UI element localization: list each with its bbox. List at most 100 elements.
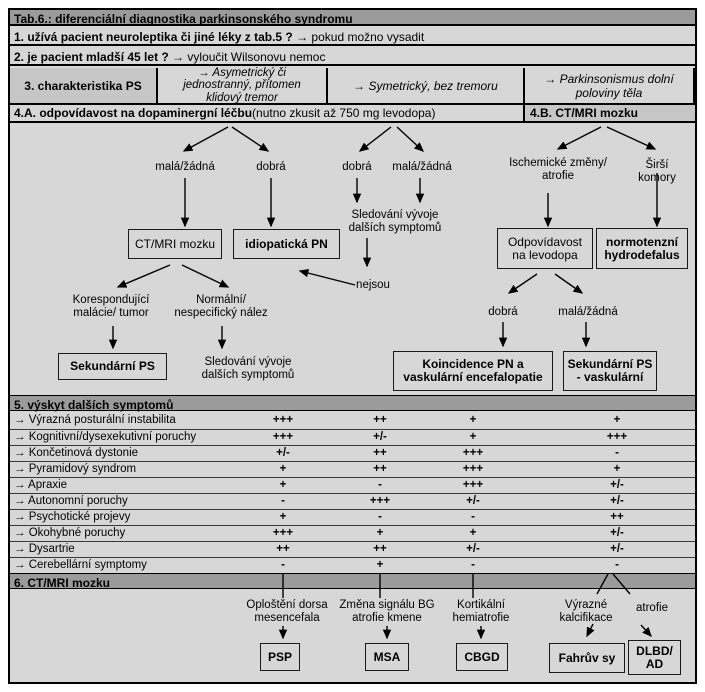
symptom-value: + [279, 511, 287, 523]
symptom-value: +++ [369, 495, 391, 507]
symptom-label: → Cerebellární symptomy [14, 559, 147, 571]
symptom-value: + [469, 527, 477, 539]
symptom-label: → Končetinová dystonie [14, 447, 139, 459]
symptom-value: +++ [272, 431, 294, 443]
symptom-value: + [376, 559, 384, 571]
symptom-value: + [469, 431, 477, 443]
symptom-label: → Pyramidový syndrom [14, 463, 137, 475]
box-psp: PSP [260, 643, 300, 671]
row4a-note: (nutno zkusit až 750 mg levodopa) [252, 106, 436, 120]
characteristics-lower-body-cell: → Parkinsonismus dolní poloviny těla [525, 68, 695, 105]
symptom-row: → Dysartrie ++ ++ +/- +/- [10, 541, 695, 558]
symptom-label: → Kognitivní/dysexekutivní poruchy [14, 431, 197, 443]
symptom-row: → Končetinová dystonie+/-+++++- [10, 445, 695, 462]
question-1: 1. užívá pacient neuroleptika či jiné lé… [10, 28, 695, 46]
symptom-value: + [279, 463, 287, 475]
symptom-value: +/- [610, 479, 624, 491]
symptom-value: - [378, 511, 382, 523]
symptom-value: + [469, 414, 477, 426]
row4b-cell: 4.B. CT/MRI mozku [525, 105, 695, 123]
symptom-value: +/- [610, 527, 624, 539]
nejsou-label: nejsou [356, 279, 390, 291]
section5-header: 5. výskyt dalších symptomů [10, 395, 695, 412]
symptom-value: ++ [276, 543, 290, 555]
box-secondary-ps: Sekundární PS [58, 353, 167, 380]
symptom-value: ++ [373, 463, 387, 475]
symptom-value: - [378, 479, 382, 491]
box-levodopa-response: Odpovídavost na levodopa [497, 228, 593, 269]
symptom-row: → Pyramidový syndrom+++++++ [10, 461, 695, 478]
imaging-finding-label: Oploštění dorsa mesencefala [246, 599, 328, 624]
imaging-connectors [278, 573, 652, 640]
finding-malacia-tumor: Korespondující malácie/ tumor [72, 294, 150, 319]
row4a-cell: 4.A. odpovídavost na dopaminergní léčbu … [10, 105, 525, 123]
section6-header: 6. CT/MRI mozku [10, 573, 695, 590]
symptom-value: +++ [462, 463, 484, 475]
symptom-value: ++ [373, 447, 387, 459]
table-title: Tab.6.: diferenciální diagnostika parkin… [10, 10, 695, 26]
outcome-b-ventricles: Širší komory [638, 159, 676, 184]
symptom-value: - [281, 495, 285, 507]
levodopa-none: malá/žádná [558, 306, 618, 318]
symptom-value: - [615, 447, 619, 459]
symptom-value: - [615, 559, 619, 571]
symptom-value: +/- [466, 495, 480, 507]
symptom-row: → Okohybné poruchy++++++/- [10, 525, 695, 542]
watch-symptoms-mid: Sledování vývoje dalších symptomů [348, 209, 442, 234]
flowchart-area: malá/žádná dobrá dobrá malá/žádná Ischem… [10, 123, 695, 395]
box-cbgd: CBGD [456, 643, 508, 671]
symptom-value: + [279, 479, 287, 491]
symptom-label: → Dysartrie [14, 543, 75, 555]
row4a-title: 4.A. odpovídavost na dopaminergní léčbu [14, 106, 253, 120]
box-coincidence-pn-vascular: Koincidence PN a vaskulární encefalopati… [393, 351, 553, 391]
symptom-value: +++ [272, 414, 294, 426]
symptom-value: + [613, 463, 621, 475]
symptom-label: → Apraxie [14, 479, 68, 491]
box-msa: MSA [365, 643, 409, 671]
symptom-label: → Výrazná posturální instabilita [14, 414, 176, 426]
box-ctmri-brain: CT/MRI mozku [128, 229, 222, 259]
characteristics-symmetric-cell: → Symetrický, bez tremoru [328, 68, 525, 105]
levodopa-good: dobrá [488, 306, 518, 318]
symptom-row: → Autonomní poruchy-++++/-+/- [10, 493, 695, 510]
box-normotensive-hydrocephalus: normotenzní hydrodefalus [596, 228, 688, 269]
box-dlbd-ad: DLBD/ AD [628, 640, 681, 675]
symptom-value: - [281, 559, 285, 571]
watch-symptoms-left: Sledování vývoje dalších symptomů [201, 356, 295, 381]
diagnostic-table: Tab.6.: diferenciální diagnostika parkin… [8, 8, 697, 684]
symptom-value: - [471, 559, 475, 571]
symptom-value: ++ [610, 511, 624, 523]
question-1-text: 1. užívá pacient neuroleptika či jiné lé… [14, 30, 293, 44]
symptom-label: → Psychotické projevy [14, 511, 131, 523]
outcome-a1-good: dobrá [256, 161, 286, 173]
symptom-value: ++ [373, 414, 387, 426]
symptom-value: +/- [373, 431, 387, 443]
question-2-action: → vyloučit Wilsonovu nemoc [168, 50, 326, 64]
symptom-label: → Okohybné poruchy [14, 527, 126, 539]
symptom-value: + [613, 414, 621, 426]
symptom-value: +/- [276, 447, 290, 459]
symptom-row: → Apraxie + - +++ +/- [10, 477, 695, 494]
box-idiopathic-pn: idiopatická PN [233, 229, 340, 259]
imaging-finding-label: Výrazné kalcifikace [559, 599, 613, 624]
symptom-value: + [376, 527, 384, 539]
imaging-finding-label: atrofie [636, 602, 668, 614]
finding-normal: Normální/ nespecifický nález [174, 294, 268, 319]
question-2: 2. je pacient mladší 45 let ? → vyloučit… [10, 48, 695, 66]
symptom-value: +/- [610, 543, 624, 555]
question-1-action: → pokud možno vysadit [292, 30, 425, 44]
box-secondary-ps-vascular: Sekundární PS - vaskulární [563, 351, 657, 391]
symptom-value: +/- [466, 543, 480, 555]
outcome-a1-none: malá/žádná [155, 161, 215, 173]
outcome-a2-none: malá/žádná [392, 161, 452, 173]
symptom-value: +++ [606, 431, 628, 443]
symptom-value: ++ [373, 543, 387, 555]
symptom-row: → Kognitivní/dysexekutivní poruchy +++ +/-… [10, 429, 695, 446]
symptom-value: +++ [462, 447, 484, 459]
box-fahr-syndrome: Fahrův sy [549, 643, 625, 673]
symptom-value: +++ [462, 479, 484, 491]
question-2-text: 2. je pacient mladší 45 let ? [14, 50, 169, 64]
imaging-finding-label: Kortikální hemiatrofie [452, 599, 510, 624]
symptom-value: - [471, 511, 475, 523]
characteristics-label-cell: 3. charakteristika PS [10, 68, 158, 105]
